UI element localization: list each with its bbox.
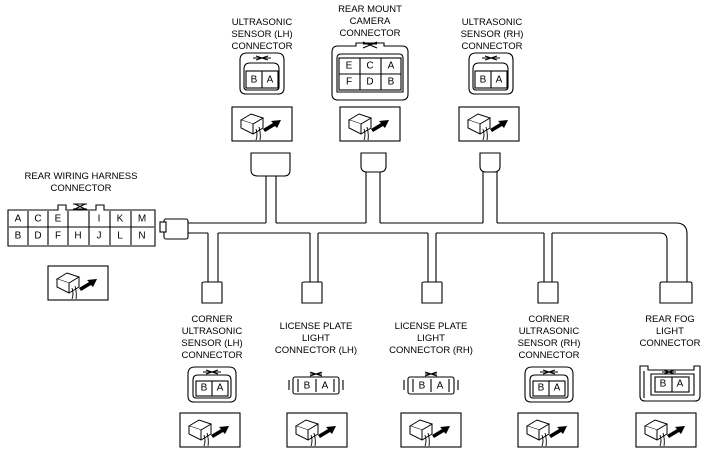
license-lh-title-line-3: CONNECTOR (LH)	[275, 345, 357, 356]
corner-rh-title-line-3: SENSOR (RH)	[518, 338, 581, 349]
ultrasonic-lh-title-line-3: CONNECTOR	[231, 41, 292, 52]
corner-rh-title-line-2: ULTRASONIC	[519, 326, 580, 337]
ultrasonic-lh-probe-icon	[231, 106, 293, 142]
rear-fog-probe-icon	[635, 412, 697, 448]
rear-fog-light-connector: REAR FOG LIGHT CONNECTOR B A	[639, 314, 701, 402]
rear-fog-pin-A: A	[677, 379, 684, 390]
corner-lh-title-line-1: CORNER	[191, 314, 232, 325]
trunk-end-connector	[159, 218, 189, 240]
license-lh-title-line-2: LIGHT	[302, 333, 330, 344]
rear-wiring-title-line-1: REAR WIRING HARNESS	[25, 171, 138, 182]
ultrasonic-rh-probe-icon	[458, 106, 520, 142]
ultrasonic-lh-title-line-2: SENSOR (LH)	[231, 29, 292, 40]
license-lh-title-line-1: LICENSE PLATE	[280, 321, 353, 332]
camera-title-line-1: REAR MOUNT	[338, 4, 402, 15]
license-plate-light-lh-connector: LICENSE PLATE LIGHT CONNECTOR (LH) B A	[275, 321, 357, 395]
corner-rh-probe-icon	[517, 412, 579, 448]
rear-wiring-pin-N: N	[138, 231, 145, 242]
ultrasonic-rh-title-line-2: SENSOR (RH)	[461, 29, 524, 40]
corner-rh-title-line-1: CORNER	[528, 314, 569, 325]
camera-pin-D: D	[366, 77, 373, 88]
license-plate-light-rh-connector: LICENSE PLATE LIGHT CONNECTOR (RH) B A	[389, 321, 473, 395]
license-rh-title-line-1: LICENSE PLATE	[395, 321, 468, 332]
rear-fog-title-line-3: CONNECTOR	[639, 338, 700, 349]
rear-wiring-pin-M: M	[138, 214, 146, 225]
rear-fog-title-line-2: LIGHT	[656, 326, 684, 337]
corner-ultrasonic-sensor-rh-connector: CORNER ULTRASONIC SENSOR (RH) CONNECTOR …	[518, 314, 581, 403]
camera-pin-C: C	[366, 61, 373, 72]
camera-pin-E: E	[346, 61, 353, 72]
camera-title-line-3: CONNECTOR	[339, 28, 400, 39]
rear-wiring-pin-J: J	[97, 231, 102, 242]
rear-wiring-pin-I: I	[98, 214, 101, 225]
corner-rh-title-line-4: CONNECTOR	[518, 350, 579, 361]
camera-pin-A: A	[388, 61, 395, 72]
corner-lh-pin-B: B	[201, 383, 208, 394]
corner-lh-pin-A: A	[217, 383, 224, 394]
license-rh-pin-A: A	[437, 381, 444, 392]
rear-wiring-pin-D: D	[34, 231, 41, 242]
rear-wiring-pin-E: E	[55, 214, 62, 225]
ultrasonic-lh-title-line-1: ULTRASONIC	[232, 17, 293, 28]
corner-lh-title-line-4: CONNECTOR	[181, 350, 242, 361]
license-lh-pin-A: A	[322, 381, 329, 392]
ultrasonic-sensor-lh-connector: ULTRASONIC SENSOR (LH) CONNECTOR B A	[231, 17, 293, 95]
camera-probe-icon	[339, 106, 401, 142]
ultrasonic-rh-title-line-3: CONNECTOR	[461, 41, 522, 52]
license-lh-probe-icon	[286, 412, 348, 448]
rear-wiring-title-line-2: CONNECTOR	[50, 183, 111, 194]
corner-rh-pin-B: B	[538, 383, 545, 394]
ultrasonic-rh-pin-A: A	[496, 75, 503, 86]
rear-wiring-harness-connector: REAR WIRING HARNESS CONNECTOR A C E I K …	[7, 171, 156, 247]
camera-title-line-2: CAMERA	[350, 16, 391, 27]
branch-connectors-lower	[201, 281, 693, 304]
corner-lh-title-line-3: SENSOR (LH)	[181, 338, 242, 349]
branch-connectors-upper	[250, 152, 501, 177]
rear-fog-title-line-1: REAR FOG	[645, 314, 695, 325]
camera-pin-F: F	[346, 77, 352, 88]
license-rh-pin-B: B	[419, 381, 426, 392]
ultrasonic-lh-pin-B: B	[251, 75, 258, 86]
license-rh-title-line-2: LIGHT	[417, 333, 445, 344]
rear-wiring-probe-icon	[47, 265, 109, 301]
rear-wiring-pin-L: L	[117, 231, 123, 242]
rear-fog-pin-B: B	[660, 379, 667, 390]
rear-wiring-pin-B: B	[15, 231, 22, 242]
corner-lh-title-line-2: ULTRASONIC	[182, 326, 243, 337]
harness-trunk	[188, 172, 688, 282]
license-lh-pin-B: B	[304, 381, 311, 392]
ultrasonic-rh-pin-B: B	[480, 75, 487, 86]
ultrasonic-lh-pin-A: A	[267, 75, 274, 86]
license-rh-probe-icon	[400, 412, 462, 448]
rear-wiring-pin-A: A	[15, 214, 22, 225]
ultrasonic-rh-title-line-1: ULTRASONIC	[462, 17, 523, 28]
camera-pin-B: B	[388, 77, 395, 88]
rear-wiring-pin-F: F	[55, 231, 61, 242]
corner-lh-probe-icon	[179, 412, 241, 448]
ultrasonic-sensor-rh-connector: ULTRASONIC SENSOR (RH) CONNECTOR B A	[461, 17, 524, 95]
license-rh-title-line-3: CONNECTOR (RH)	[389, 345, 473, 356]
rear-wiring-pin-K: K	[117, 214, 124, 225]
rear-wiring-pin-H: H	[74, 231, 81, 242]
rear-wiring-pin-C: C	[34, 214, 41, 225]
rear-mount-camera-connector: REAR MOUNT CAMERA CONNECTOR E C A F D B	[331, 4, 409, 101]
corner-rh-pin-A: A	[554, 383, 561, 394]
corner-ultrasonic-sensor-lh-connector: CORNER ULTRASONIC SENSOR (LH) CONNECTOR …	[181, 314, 243, 403]
